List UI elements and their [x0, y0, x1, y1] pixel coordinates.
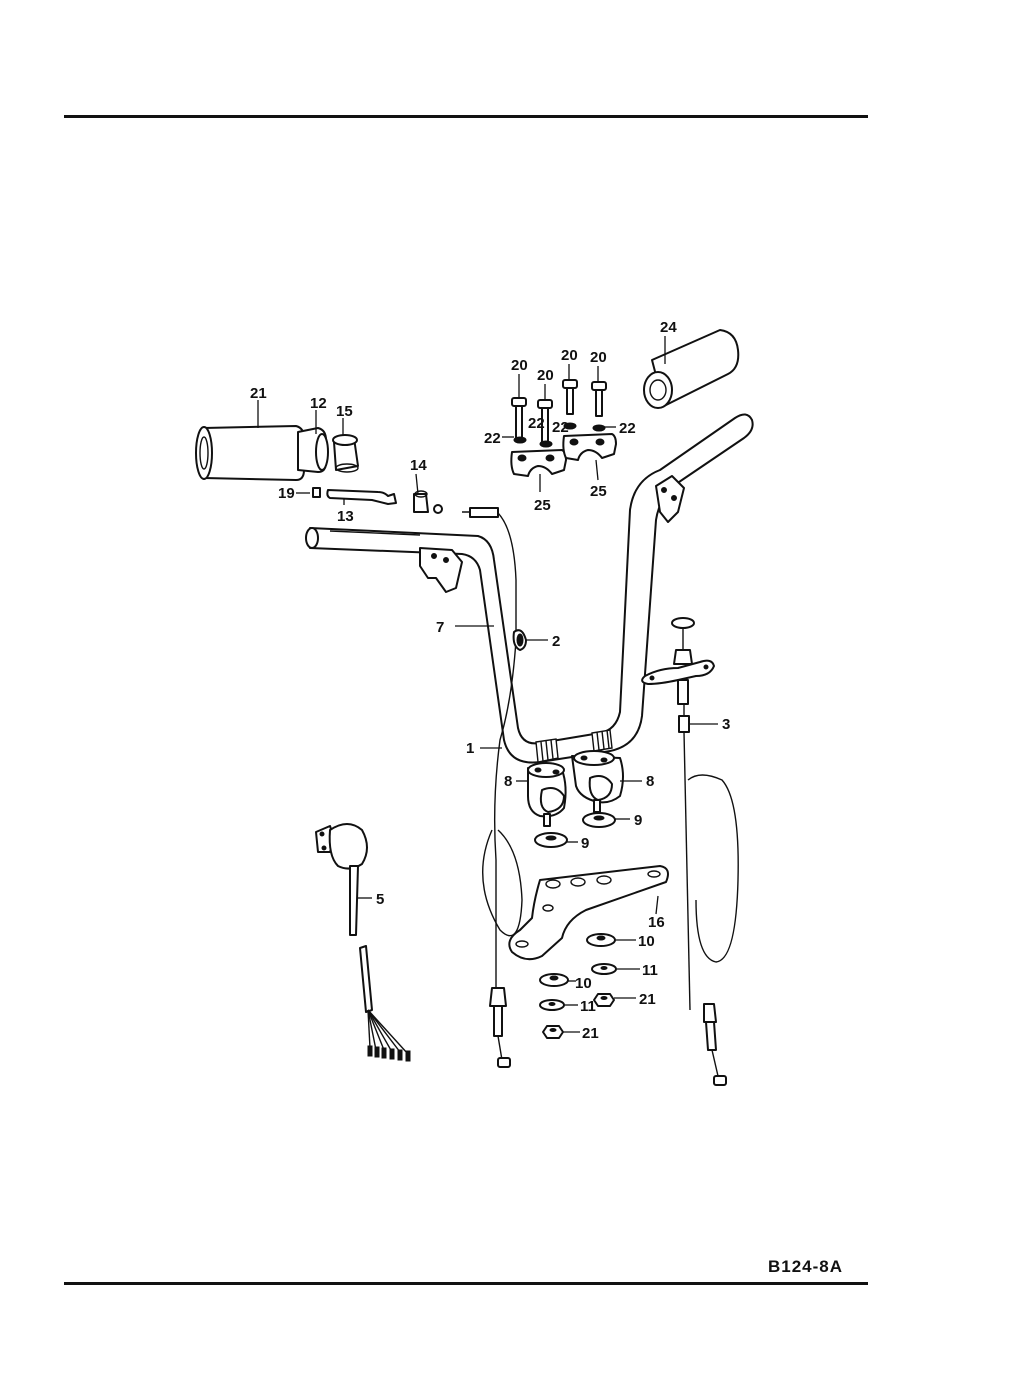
- callout-5: 5: [376, 891, 384, 908]
- callout-21-b: 21: [582, 1025, 599, 1042]
- callout-20-b: 20: [537, 367, 554, 384]
- left-grip: [195, 425, 305, 481]
- callout-9-b: 9: [581, 835, 589, 852]
- right-grip: [643, 329, 740, 409]
- callout-12: 12: [310, 395, 327, 412]
- callout-20-d: 20: [590, 349, 607, 366]
- callout-10-a: 10: [638, 933, 655, 950]
- collar: [332, 434, 359, 473]
- left-cable-loop: [482, 829, 523, 937]
- throttle-tube: [297, 427, 329, 473]
- callout-7: 7: [436, 619, 444, 636]
- bottom-rule: [64, 1282, 868, 1285]
- plate-and-screw: [312, 487, 397, 505]
- lower-holder-left: [527, 762, 567, 827]
- callout-22-c: 22: [552, 419, 569, 436]
- callout-9-a: 9: [634, 812, 642, 829]
- callout-24: 24: [660, 319, 677, 336]
- leader-lines: [257, 336, 718, 1033]
- callout-25-b: 25: [590, 483, 607, 500]
- callout-8-b: 8: [646, 773, 654, 790]
- callout-2: 2: [552, 633, 560, 650]
- throttle-cable: [433, 504, 517, 1068]
- callout-11-b: 11: [580, 998, 596, 1015]
- callout-11-a: 11: [642, 962, 658, 979]
- callout-20-c: 20: [561, 347, 578, 364]
- drawing-code: B124-8A: [768, 1257, 844, 1276]
- callout-16: 16: [648, 914, 665, 931]
- cushions: [534, 812, 616, 848]
- top-rule: [64, 115, 868, 118]
- upper-holder-right: [562, 433, 617, 461]
- upper-holder-left: [510, 449, 567, 477]
- handlebar: [305, 413, 754, 764]
- callout-1: 1: [466, 740, 474, 757]
- callout-20-a: 20: [511, 357, 528, 374]
- lower-hardware: [539, 933, 617, 1039]
- callout-21-a: 21: [639, 991, 656, 1008]
- callouts: 21 12 15 14 19 13 24 20 20 20 20 22 22 2…: [250, 319, 730, 1042]
- handlebar-switch: [315, 823, 411, 1062]
- callout-22-d: 22: [619, 420, 636, 437]
- callout-15: 15: [336, 403, 353, 420]
- callout-10-b: 10: [575, 975, 592, 992]
- callout-14: 14: [410, 457, 427, 474]
- washers: [513, 422, 606, 448]
- bolts: [511, 379, 607, 443]
- callout-3: 3: [722, 716, 730, 733]
- callout-19: 19: [278, 485, 295, 502]
- choke-cable: [641, 617, 739, 1086]
- callout-25-a: 25: [534, 497, 551, 514]
- callout-22-b: 22: [528, 415, 545, 432]
- lower-holder-right: [571, 750, 624, 813]
- callout-13: 13: [337, 508, 354, 525]
- cable-nipple: [413, 490, 429, 513]
- callout-23: 21: [250, 385, 267, 402]
- cable-clamp: [512, 629, 527, 651]
- callout-8-a: 8: [504, 773, 512, 790]
- handle-holder-plate: [508, 865, 669, 961]
- callout-22-a: 22: [484, 430, 501, 447]
